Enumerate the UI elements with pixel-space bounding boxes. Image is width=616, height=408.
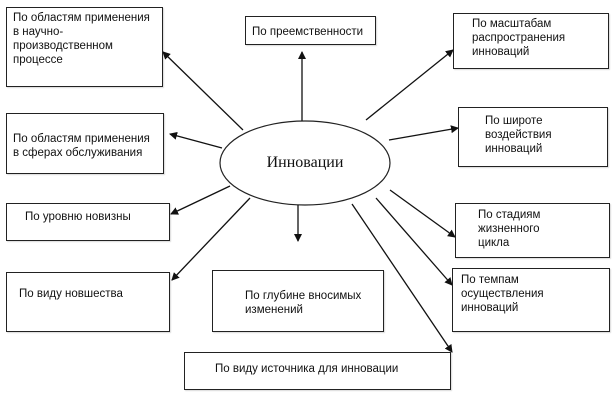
arrow-to-breadth bbox=[388, 125, 459, 141]
box-scale: По масштабам распространения инноваций bbox=[453, 13, 609, 69]
box-source: По виду источника для инновации bbox=[184, 352, 451, 390]
box-novelty-type: По виду новшества bbox=[6, 272, 170, 332]
arrow-to-source bbox=[351, 203, 453, 353]
arrow-to-areas-service bbox=[169, 131, 223, 149]
arrow-to-scale bbox=[365, 49, 454, 121]
arrow-to-novelty-level bbox=[170, 185, 231, 215]
box-depth: По глубине вносимых изменений bbox=[212, 270, 384, 332]
center-label: Инновации bbox=[266, 153, 344, 171]
arrow-to-lifecycle bbox=[389, 189, 456, 238]
box-breadth: По широте воздействия инноваций bbox=[458, 107, 608, 167]
arrow-to-novelty-type bbox=[171, 197, 251, 281]
center-ellipse bbox=[219, 120, 391, 206]
box-areas-production: По областям применения в научно- произво… bbox=[6, 7, 163, 87]
box-lifecycle: По стадиям жизненного цикла bbox=[455, 203, 610, 258]
arrow-to-areas-production bbox=[162, 51, 244, 131]
box-succession: По преемственности bbox=[245, 16, 376, 45]
box-areas-service: По областям применения в сферах обслужив… bbox=[6, 113, 164, 174]
box-novelty-level: По уровню новизны bbox=[6, 203, 170, 241]
arrow-to-pace bbox=[375, 197, 453, 286]
box-pace: По темпам осуществления инноваций bbox=[452, 268, 610, 332]
